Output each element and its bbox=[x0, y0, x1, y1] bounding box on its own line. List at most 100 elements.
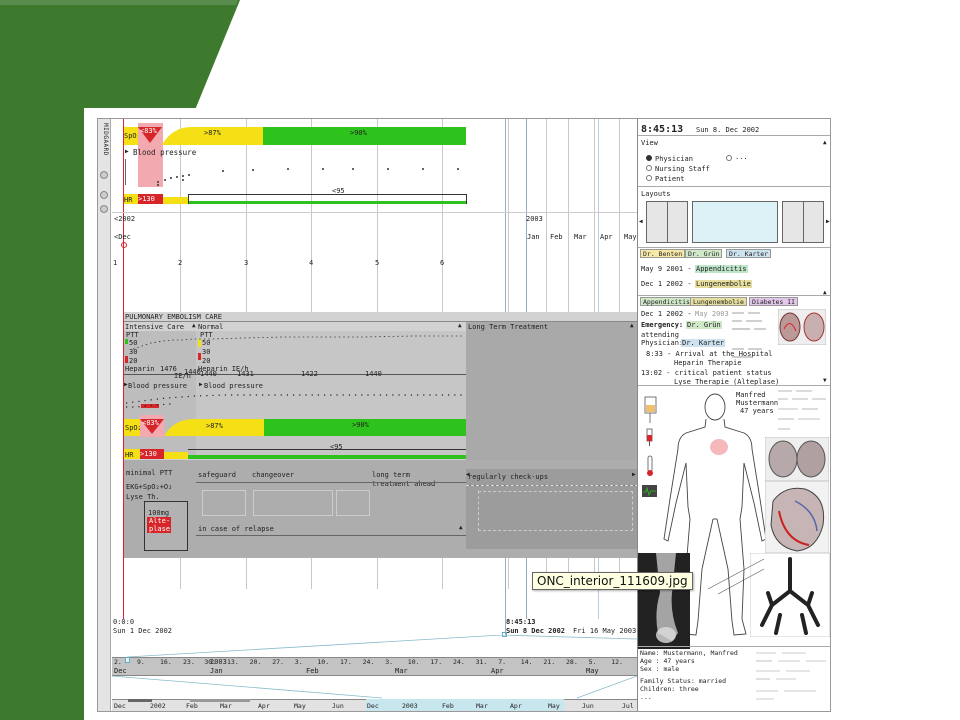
monitor-icon bbox=[642, 485, 657, 497]
dec-marker-icon[interactable] bbox=[121, 242, 127, 248]
normal-toggle-icon[interactable]: ▲ bbox=[458, 322, 462, 329]
relapse-toggle-icon[interactable]: ▲ bbox=[459, 524, 463, 531]
layout-thumb-3[interactable] bbox=[782, 201, 824, 243]
layouts-left-icon[interactable]: ◀ bbox=[639, 218, 643, 225]
layouts-right-icon[interactable]: ▶ bbox=[826, 218, 830, 225]
ruler-2-month: Dec bbox=[367, 702, 379, 710]
case-tab-lungenembolie[interactable]: Lungenembolie bbox=[690, 297, 747, 306]
spo2-high-label: >90% bbox=[350, 129, 367, 137]
spo2-rise bbox=[162, 127, 264, 145]
plan-line-3 bbox=[466, 485, 638, 486]
leader-lines bbox=[707, 558, 765, 595]
ruler-1-tick: 14. bbox=[520, 658, 533, 666]
plan-line-2 bbox=[196, 535, 466, 536]
hist1-date: May 9 2001 - bbox=[641, 265, 692, 273]
ruler-2-month: Jul bbox=[622, 702, 634, 710]
bp-expand-icon[interactable]: ▶ bbox=[125, 148, 129, 155]
time-marker[interactable] bbox=[502, 632, 507, 637]
ruler-1-year: 2003 bbox=[210, 658, 227, 666]
ruler-2-month: May bbox=[294, 702, 306, 710]
ruler-2-month: Apr bbox=[510, 702, 522, 710]
heparin-label: Heparin bbox=[125, 365, 155, 373]
case-tab-appendicitis[interactable]: Appendicitis bbox=[640, 297, 693, 306]
doc-tab-karter[interactable]: Dr. Karter bbox=[726, 249, 772, 258]
ruler-2-selection[interactable] bbox=[366, 699, 564, 711]
case-tab-diabetes[interactable]: Diabetes II bbox=[749, 297, 799, 306]
layouts-title: Layouts bbox=[641, 190, 671, 198]
history-collapse-icon[interactable]: ▲ bbox=[823, 289, 827, 296]
safeguard-label: safeguard bbox=[198, 471, 236, 479]
month-jan: Jan bbox=[527, 233, 540, 241]
hr-bar-red bbox=[138, 194, 163, 204]
bp1-label: Blood pressure bbox=[128, 382, 188, 390]
checkups-label: regularly check-ups bbox=[468, 473, 549, 481]
emergency-dr[interactable]: Dr. Grün bbox=[686, 321, 722, 329]
hist1-dx[interactable]: Appendicitis bbox=[695, 265, 748, 273]
info-name: Name: Mustermann, Manfred bbox=[640, 649, 738, 657]
bp2-toggle-icon[interactable]: ▶ bbox=[199, 381, 203, 388]
dec-label[interactable]: <Dec bbox=[114, 233, 131, 241]
view-patient-label: Patient bbox=[655, 175, 685, 183]
dose-label: 100mg bbox=[148, 509, 170, 517]
doc-tab-benten[interactable]: Dr. Benten bbox=[640, 249, 686, 258]
ruler-1-tick: 30. bbox=[204, 658, 217, 666]
heparin-val1: 1476 bbox=[160, 365, 177, 373]
day-5: 5 bbox=[375, 259, 380, 267]
doc-tab-gruen[interactable]: Dr. Grün bbox=[685, 249, 723, 258]
bp-dots-mid bbox=[126, 394, 466, 408]
y-30: 30 bbox=[129, 348, 138, 356]
longterm-toggle-icon[interactable]: ▲ bbox=[630, 322, 634, 329]
strip-knob-1[interactable] bbox=[100, 171, 108, 179]
mid-hr-norm-label: <95 bbox=[330, 443, 343, 451]
ruler-1-ticks: 2.9.16.23.30.13.20.27.3.10.17.24.3.10.17… bbox=[112, 658, 637, 667]
hist2-dx[interactable]: Lungenembolie bbox=[695, 280, 752, 288]
view-radio-patient[interactable] bbox=[646, 175, 652, 181]
ptt-label: PTT bbox=[126, 331, 139, 339]
spo2-drop bbox=[138, 127, 162, 143]
mid-spo2-drop bbox=[140, 419, 164, 434]
layout-thumb-1[interactable] bbox=[646, 201, 688, 243]
hr-norm-label: <95 bbox=[332, 187, 345, 195]
ruler-1-tick: 10. bbox=[407, 658, 420, 666]
care-title: PULMONARY EMBOLISM CARE bbox=[125, 313, 222, 321]
heparin-val2: 1440 bbox=[184, 368, 201, 376]
mid-spo2-mid-label: >87% bbox=[206, 422, 223, 430]
event-1b: Heparin Therapie bbox=[674, 359, 742, 367]
month-may: May bbox=[624, 233, 637, 241]
intensive-toggle-icon[interactable]: ▲ bbox=[192, 322, 196, 329]
ruler-1-mar: Mar bbox=[395, 667, 408, 675]
checkups-arrow-right-icon[interactable]: ▶ bbox=[632, 471, 636, 478]
ruler-2-month: Feb bbox=[442, 702, 454, 710]
checkups-arrow-icon[interactable]: ◀ bbox=[466, 471, 470, 478]
ruler-1-tick: 16. bbox=[160, 658, 172, 666]
ptt-marker-red-2 bbox=[198, 353, 201, 360]
ptt-label-2: PTT bbox=[200, 331, 213, 339]
day-3: 3 bbox=[244, 259, 249, 267]
view-radio-more[interactable] bbox=[726, 155, 732, 161]
ekg-label: EKG+SpO₂+O₂ bbox=[126, 483, 173, 491]
physician-dr[interactable]: Dr. Karter bbox=[681, 339, 726, 347]
layout-thumb-2[interactable] bbox=[692, 201, 778, 243]
note-scribble-1 bbox=[732, 312, 766, 358]
case-scroll-icon[interactable]: ▼ bbox=[823, 377, 827, 384]
ruler-2-bar-feb bbox=[190, 699, 250, 702]
ruler-2-month: Jun bbox=[582, 702, 594, 710]
physician-label: Physician: bbox=[641, 339, 684, 347]
ptt-marker-yellow bbox=[198, 339, 201, 347]
view-collapse-icon[interactable]: ▲ bbox=[823, 139, 827, 146]
y-50-b: 50 bbox=[202, 339, 211, 347]
view-radio-nursing[interactable] bbox=[646, 165, 652, 171]
bp1-toggle-icon[interactable]: ▶ bbox=[124, 381, 128, 388]
view-radio-physician[interactable] bbox=[646, 155, 652, 161]
bp-label: Blood pressure bbox=[133, 148, 197, 157]
ruler-1-handle[interactable] bbox=[125, 657, 130, 663]
ruler-1-tick: 2. bbox=[114, 658, 122, 666]
strip-knob-2[interactable] bbox=[100, 191, 108, 199]
left-year[interactable]: <2002 bbox=[114, 215, 136, 223]
zoom-guide bbox=[126, 635, 637, 658]
strip-knob-3[interactable] bbox=[100, 205, 108, 213]
clock-date: Sun 8. Dec 2002 bbox=[696, 126, 760, 134]
scribble-notes-right bbox=[778, 390, 826, 430]
event-2b: Lyse Therapie (Alteplase) bbox=[674, 378, 780, 386]
heparin2-val2: 1431 bbox=[237, 370, 254, 378]
